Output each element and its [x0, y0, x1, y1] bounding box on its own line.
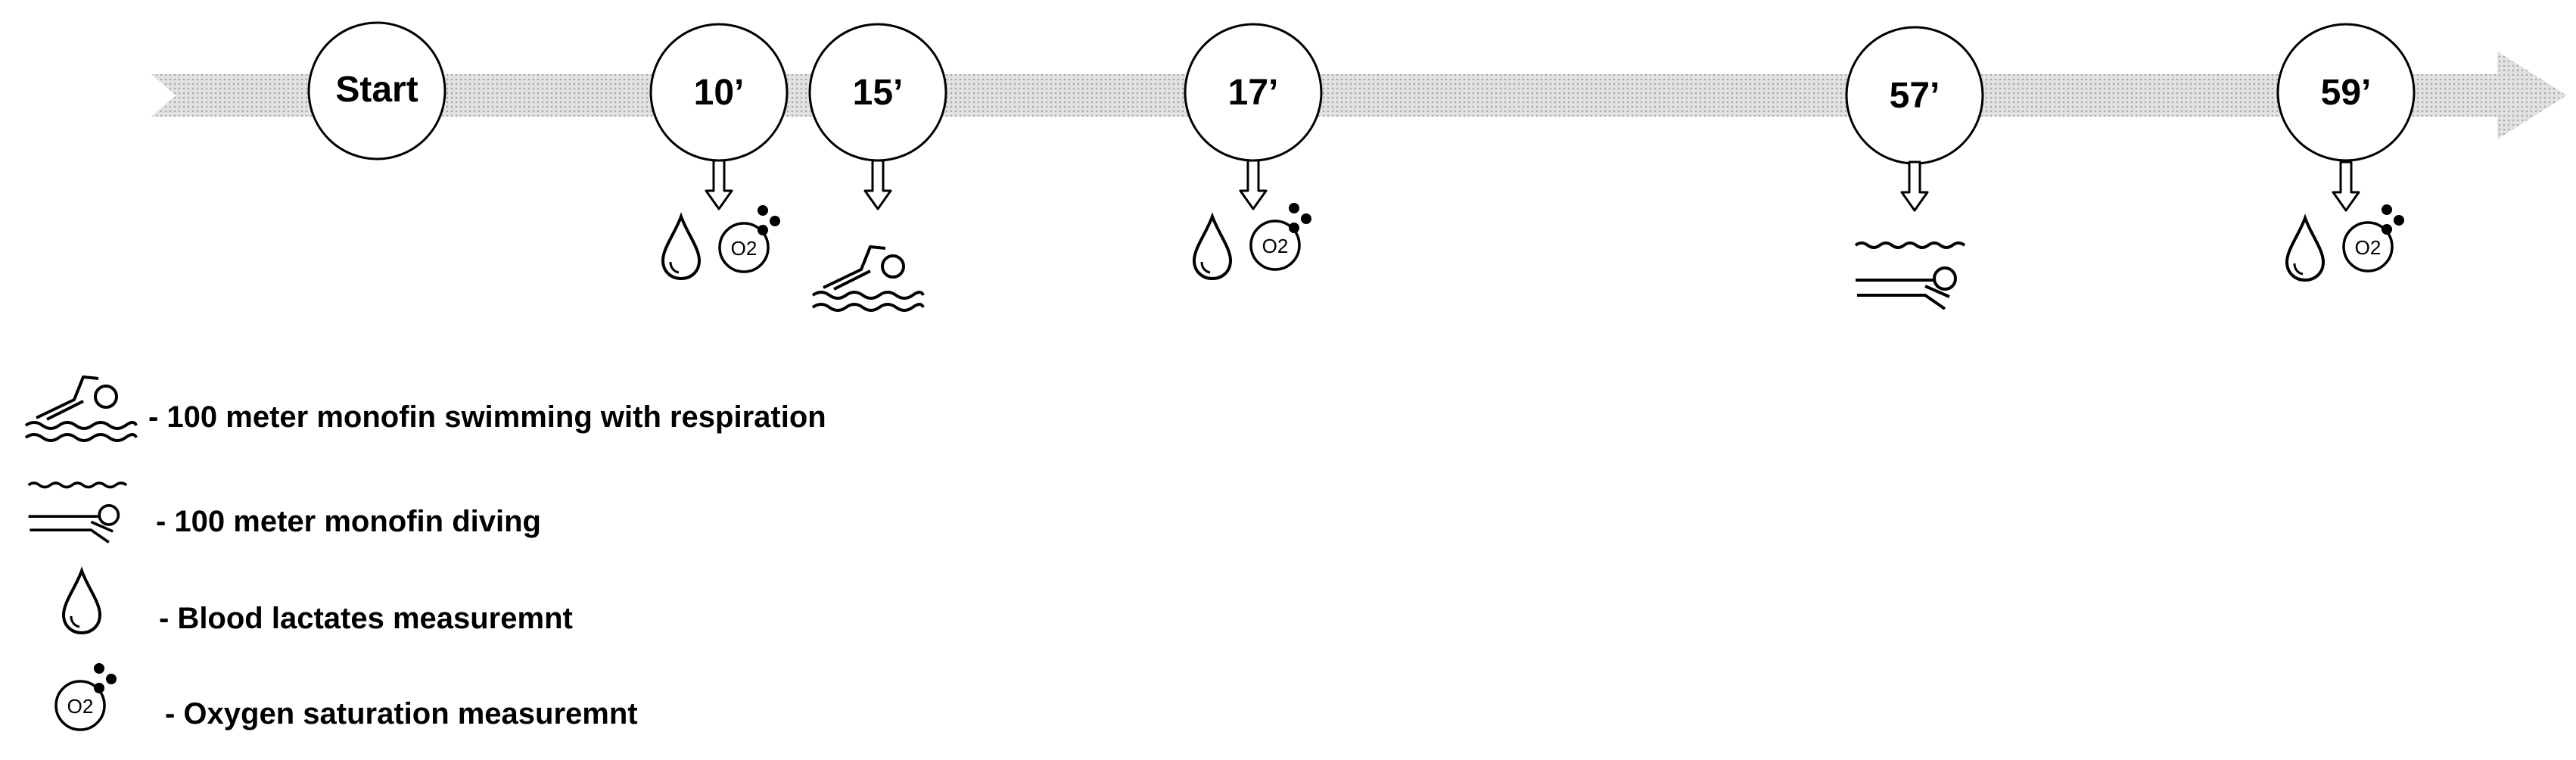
- blood-drop-icon: [2285, 216, 2325, 282]
- node-17: 17’: [1184, 23, 1323, 162]
- node-label: Start: [335, 70, 418, 110]
- legend-item-diving: - 100 meter monofin diving: [26, 481, 541, 544]
- oxygen-icon: O2: [54, 662, 118, 731]
- blood-drop-icon: [661, 215, 701, 280]
- blood-drop-icon: [62, 569, 101, 634]
- legend: - 100 meter monofin swimming with respir…: [24, 375, 826, 731]
- legend-item-blood: - Blood lactates measuremnt: [62, 569, 573, 635]
- down-arrow-icon: [1900, 160, 1929, 212]
- swimmer-icon: [811, 245, 925, 312]
- oxygen-icon-label: O2: [1262, 235, 1289, 257]
- swimmer-icon: [24, 375, 138, 442]
- node-label: 10’: [694, 73, 745, 113]
- legend-item-label: - 100 meter monofin swimming with respir…: [148, 400, 826, 434]
- oxygen-icon-label: O2: [2355, 236, 2382, 259]
- diver-icon: [1854, 241, 1966, 310]
- node-start: Start: [307, 21, 446, 160]
- node-59: 59’: [2276, 23, 2416, 162]
- oxygen-icon-label: O2: [67, 695, 94, 718]
- blood-drop-icon: [1193, 215, 1232, 280]
- node-label: 57’: [1890, 76, 1940, 116]
- node-57: 57’: [1845, 26, 1984, 165]
- diver-icon: [26, 481, 129, 544]
- down-arrow-icon: [863, 159, 892, 210]
- node-15: 15’: [808, 23, 947, 162]
- oxygen-icon: O2: [718, 204, 782, 273]
- timeline-arrow: [151, 51, 2567, 139]
- oxygen-icon: O2: [2342, 203, 2406, 273]
- oxygen-icon-label: O2: [731, 237, 758, 260]
- node-label: 15’: [853, 73, 904, 113]
- node-label: 17’: [1228, 73, 1279, 113]
- legend-item-label: - Blood lactates measuremnt: [159, 602, 573, 635]
- down-arrow-icon: [1239, 159, 1268, 210]
- node-10: 10’: [649, 23, 789, 162]
- legend-item-oxygen: O2 - Oxygen saturation measuremnt: [54, 662, 638, 731]
- down-arrow-icon: [2332, 160, 2360, 212]
- oxygen-icon: O2: [1249, 201, 1313, 271]
- down-arrow-icon: [705, 159, 733, 210]
- node-label: 59’: [2321, 73, 2372, 113]
- legend-item-swimming: - 100 meter monofin swimming with respir…: [24, 375, 826, 442]
- legend-item-label: - 100 meter monofin diving: [156, 505, 541, 538]
- legend-item-label: - Oxygen saturation measuremnt: [165, 697, 638, 730]
